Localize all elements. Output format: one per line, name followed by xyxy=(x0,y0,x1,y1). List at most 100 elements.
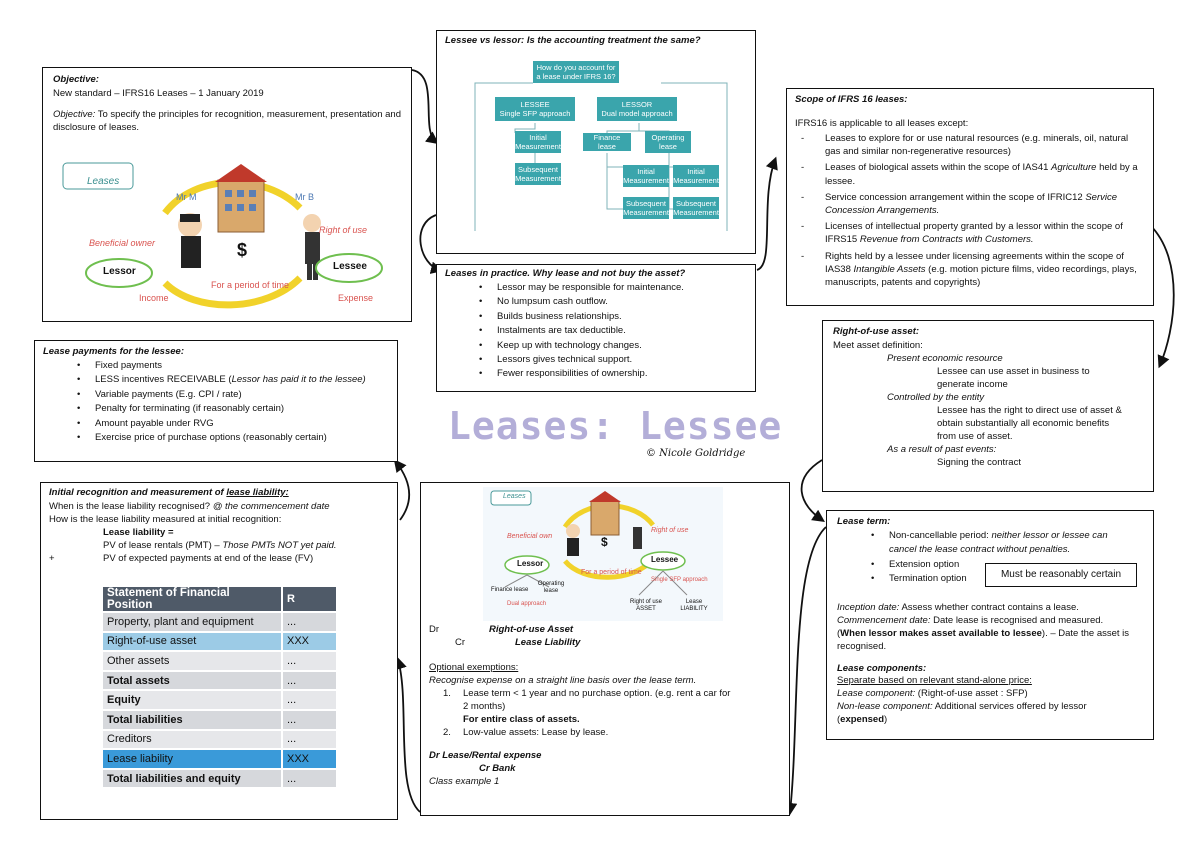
term-commencement-3: recognised. xyxy=(837,640,887,652)
term-title: Lease term: xyxy=(837,516,891,527)
term-item: Non-cancellable period: neither lessor o… xyxy=(837,529,1143,544)
term-item-cont: cancel the lease contract without penalt… xyxy=(889,544,1071,556)
rou-t2c: from use of asset. xyxy=(937,431,1013,442)
initial-title: Initial recognition and measurement of l… xyxy=(49,487,289,498)
objective-panel: Objective: New standard – IFRS16 Leases … xyxy=(42,67,412,322)
practice-item: No lumpsum cash outflow. xyxy=(445,295,747,310)
c-illus-leases: Leases xyxy=(503,493,526,500)
scope-list: Leases to explore for or use natural res… xyxy=(795,132,1145,289)
c-illus-right-of-use: Right of use xyxy=(651,527,689,534)
term-item: Termination option xyxy=(837,572,1143,587)
scope-panel: Scope of IFRS 16 leases: IFRS16 is appli… xyxy=(786,88,1154,306)
rou-t2b: obtain substantially all economic benefi… xyxy=(937,418,1110,429)
flow-initial-2: Initial Measurement xyxy=(623,165,669,187)
c-illus-dual: Dual approach xyxy=(507,601,547,607)
flow-subsequent-3: Subsequent Measurement xyxy=(673,197,719,219)
page-title: Leases: Lessee xyxy=(448,404,783,448)
credit-signature: © Nicole Goldridge xyxy=(646,448,746,459)
illus-mr-b: Mr B xyxy=(295,192,314,202)
initial-recognition-panel: Initial recognition and measurement of l… xyxy=(40,482,398,820)
lessee-vs-lessor-panel: Lessee vs lessor: Is the accounting trea… xyxy=(436,30,756,254)
illus-beneficial-owner: Beneficial owner xyxy=(89,238,156,248)
journal-cr2: Cr Bank xyxy=(479,763,516,774)
sfp-row: Other assets... xyxy=(103,651,336,672)
rou-title: Right-of-use asset: xyxy=(833,326,920,337)
c-illus-lessee: Lessee xyxy=(651,555,679,564)
term-inception: Inception date: Assess whether contract … xyxy=(837,601,1079,613)
objective-standard: New standard – IFRS16 Leases – 1 January… xyxy=(53,88,264,99)
payment-item: Exercise price of purchase options (reas… xyxy=(43,431,389,446)
illus-right-of-use: Right of use xyxy=(319,225,368,235)
illus-dollar: $ xyxy=(237,240,248,260)
scope-item: Service concession arrangement within th… xyxy=(795,191,1145,217)
payment-item: Variable payments (E.g. CPI / rate) xyxy=(43,388,389,403)
sfp-header-row: Statement of Financial Position R xyxy=(103,587,336,613)
initial-how: How is the lease liability measured at i… xyxy=(49,514,282,525)
components-nonlease: Non-lease component: Additional services… xyxy=(837,700,1087,712)
sfp-row: Equity... xyxy=(103,690,336,711)
practice-list: Lessor may be responsible for maintenanc… xyxy=(445,281,747,382)
components-lease: Lease component: (Right-of-use asset : S… xyxy=(837,687,1028,699)
term-list: Non-cancellable period: neither lessor o… xyxy=(837,529,1143,587)
scope-item: Licenses of intellectual property grante… xyxy=(795,220,1145,246)
c-illus-lessor: Lessor xyxy=(517,559,544,568)
scope-item: Leases of biological assets within the s… xyxy=(795,161,1145,187)
lease-term-panel: Lease term: Non-cancellable period: neit… xyxy=(826,510,1154,740)
c-illus-period: For a period of time xyxy=(581,569,642,576)
optional-1: 1.Lease term < 1 year and no purchase op… xyxy=(443,688,731,699)
rou-t1a: Lessee can use asset in business to xyxy=(937,366,1090,377)
payment-item: Penalty for terminating (if reasonably c… xyxy=(43,402,389,417)
sfp-row: Creditors... xyxy=(103,729,336,751)
objective-title: Objective: xyxy=(53,74,99,85)
practice-item: Lessors gives technical support. xyxy=(445,353,747,368)
flow-initial-3: Initial Measurement xyxy=(673,165,719,187)
c-illus-single: Single SFP approach xyxy=(651,577,708,583)
initial-when: When is the lease liability recognised? … xyxy=(49,501,330,512)
term-item: Extension option xyxy=(837,558,1143,573)
rou-t3: Signing the contract xyxy=(937,457,1021,468)
term-commencement-2: (When lessor makes asset available to le… xyxy=(837,627,1130,639)
optional-title: Optional exemptions: xyxy=(429,662,519,673)
rou-h3: As a result of past events: xyxy=(887,444,997,455)
components-separate: Separate based on relevant stand-alone p… xyxy=(837,674,1032,686)
practice-item: Fewer responsibilities of ownership. xyxy=(445,367,747,382)
flow-root: How do you account for a lease under IFR… xyxy=(533,61,619,83)
sfp-table: Statement of Financial Position R Proper… xyxy=(103,587,336,790)
class-example: Class example 1 xyxy=(429,776,500,787)
journal-dr2: Dr Lease/Rental expense xyxy=(429,750,542,761)
rou-meet: Meet asset definition: xyxy=(833,340,923,351)
rou-t2a: Lessee has the right to direct use of as… xyxy=(937,405,1122,416)
flow-finance-lease: Finance lease xyxy=(583,133,631,151)
flow-lessor: LESSOR Dual model approach xyxy=(597,97,677,121)
c-illus-liability: Lease LIABILITY xyxy=(680,599,708,612)
optional-2: 2.Low-value assets: Lease by lease. xyxy=(443,727,609,738)
payment-item: Amount payable under RVG xyxy=(43,417,389,432)
illus-mr-m: Mr M xyxy=(176,192,197,202)
practice-item: Instalments are tax deductible. xyxy=(445,324,747,339)
optional-1b: 2 months) xyxy=(463,701,506,712)
rou-t1b: generate income xyxy=(937,379,1008,390)
flow-subsequent-1: Subsequent Measurement xyxy=(515,163,561,185)
c-illus-operating: Operating lease xyxy=(537,581,565,594)
practice-item: Lessor may be responsible for maintenanc… xyxy=(445,281,747,296)
illus-leases-label: Leases xyxy=(87,176,120,187)
term-note-box: Must be reasonably certain xyxy=(985,563,1137,587)
rou-h1: Present economic resource xyxy=(887,353,1003,364)
initial-ll: Lease liability = xyxy=(103,527,174,538)
components-expensed: (expensed) xyxy=(837,713,888,725)
initial-pv1: PV of lease rentals (PMT) – Those PMTs N… xyxy=(103,540,337,551)
initial-pv2: +PV of expected payments at end of the l… xyxy=(49,553,314,564)
c-illus-dollar: $ xyxy=(601,535,608,549)
payments-title: Lease payments for the lessee: xyxy=(43,346,184,357)
flow-initial-1: Initial Measurement xyxy=(515,131,561,153)
rou-h2: Controlled by the entity xyxy=(887,392,985,403)
illus-lessor: Lessor xyxy=(103,266,136,277)
scope-item: Leases to explore for or use natural res… xyxy=(795,132,1145,158)
optional-sub: Recognise expense on a straight line bas… xyxy=(429,675,697,686)
flow-subsequent-2: Subsequent Measurement xyxy=(623,197,669,219)
payments-panel: Lease payments for the lessee: Fixed pay… xyxy=(34,340,398,462)
practice-panel: Leases in practice. Why lease and not bu… xyxy=(436,264,756,392)
